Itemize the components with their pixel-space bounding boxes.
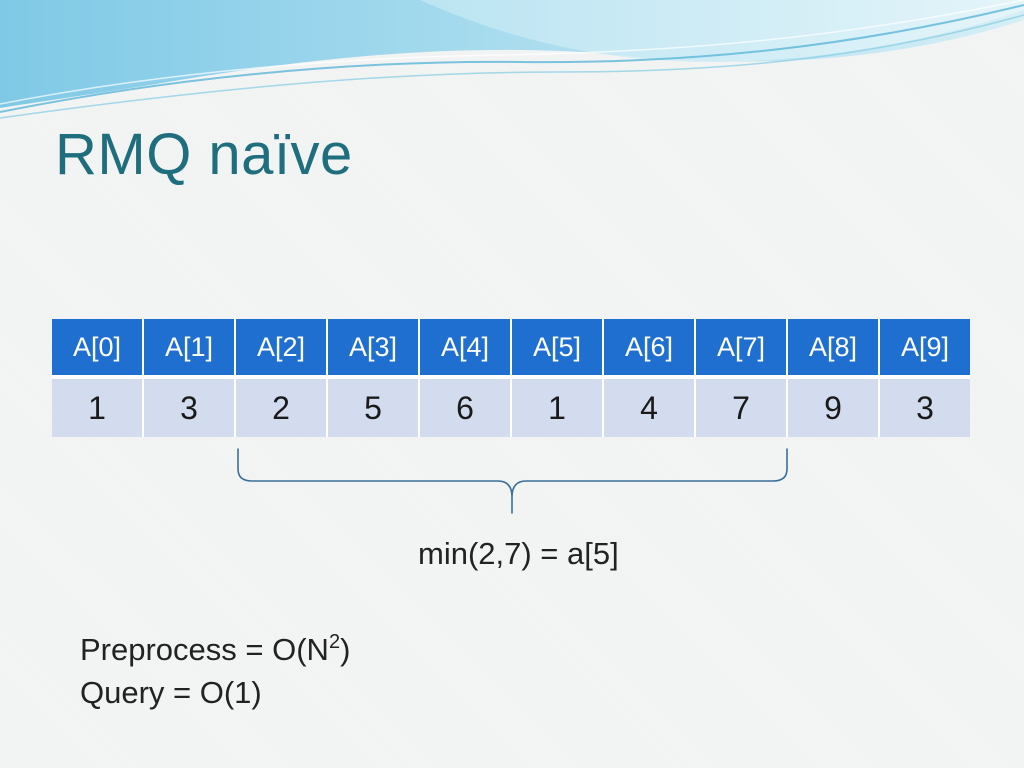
array-value-cell: 3 bbox=[144, 379, 236, 437]
preprocess-exponent: 2 bbox=[328, 631, 341, 653]
preprocess-close: ) bbox=[340, 632, 351, 667]
range-brace-icon bbox=[237, 448, 788, 514]
array-header-cell: A[8] bbox=[788, 319, 880, 379]
slide-title: RMQ naïve bbox=[55, 122, 353, 187]
array-header-cell: A[9] bbox=[880, 319, 970, 379]
array-value-cell: 2 bbox=[236, 379, 328, 437]
array-header-cell: A[3] bbox=[328, 319, 420, 379]
array-header-cell: A[4] bbox=[420, 319, 512, 379]
query-example-label: min(2,7) = a[5] bbox=[418, 536, 619, 571]
array-value-cell: 6 bbox=[420, 379, 512, 437]
array-header-cell: A[1] bbox=[144, 319, 236, 379]
array-header-cell: A[7] bbox=[696, 319, 788, 379]
array-value-cell: 7 bbox=[696, 379, 788, 437]
array-value-cell: 1 bbox=[512, 379, 604, 437]
query-line: Query = O(1) bbox=[80, 675, 262, 710]
array-table: A[0] A[1] A[2] A[3] A[4] A[5] A[6] A[7] … bbox=[52, 319, 970, 437]
array-header-row: A[0] A[1] A[2] A[3] A[4] A[5] A[6] A[7] … bbox=[52, 319, 970, 379]
complexity-notes: Preprocess = O(N2) Query = O(1) bbox=[80, 628, 350, 714]
array-header-cell: A[0] bbox=[52, 319, 144, 379]
array-value-cell: 9 bbox=[788, 379, 880, 437]
array-value-cell: 1 bbox=[52, 379, 144, 437]
header-wave-decoration bbox=[0, 0, 1024, 119]
array-header-cell: A[6] bbox=[604, 319, 696, 379]
array-value-row: 1 3 2 5 6 1 4 7 9 3 bbox=[52, 379, 970, 437]
preprocess-line: Preprocess = O(N2) bbox=[80, 628, 350, 671]
array-value-cell: 5 bbox=[328, 379, 420, 437]
array-header-cell: A[5] bbox=[512, 319, 604, 379]
array-value-cell: 4 bbox=[604, 379, 696, 437]
preprocess-text: Preprocess = O(N bbox=[80, 632, 329, 667]
array-header-cell: A[2] bbox=[236, 319, 328, 379]
array-value-cell: 3 bbox=[880, 379, 970, 437]
